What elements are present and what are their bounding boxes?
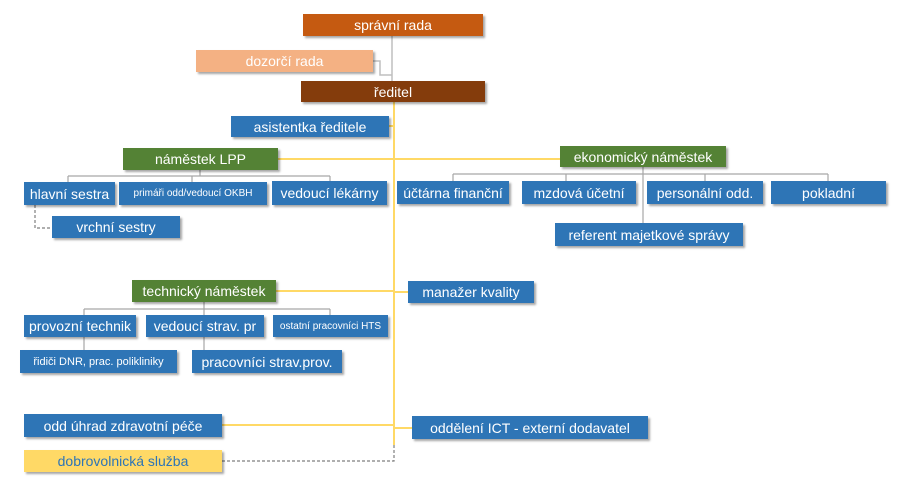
node-vedouci-strav: vedoucí strav. pr <box>146 315 264 337</box>
node-manazer-kvality: manažer kvality <box>408 281 534 303</box>
node-reditel: ředitel <box>301 81 485 102</box>
node-vrchni-sestry: vrchní sestry <box>52 216 180 238</box>
node-primari: primáři odd/vedoucí OKBH <box>119 182 267 205</box>
node-namestek-lpp: náměstek LPP <box>123 148 278 170</box>
node-personalni-odd: personální odd. <box>647 181 763 204</box>
node-pracovnici-strav-prov: pracovníci strav.prov. <box>192 350 342 373</box>
node-referent-majetkove-spravy: referent majetkové správy <box>555 223 743 246</box>
node-odd-uhrad: odd úhrad zdravotní péče <box>24 414 222 437</box>
node-asistentka-reditele: asistentka ředitele <box>231 116 389 137</box>
node-ridici-dnr: řidiči DNR, prac. polikliniky <box>20 350 177 373</box>
node-mzdova-ucetni: mzdová účetní <box>522 181 636 204</box>
node-ekonomicky-namestek: ekonomický náměstek <box>560 146 726 167</box>
node-dobrovolnicka-sluzba: dobrovolnická služba <box>24 450 222 472</box>
node-uctarna-financni: účtárna finanční <box>397 181 509 204</box>
node-vedouci-lekarny: vedoucí lékárny <box>272 181 387 205</box>
node-technicky-namestek: technický náměstek <box>132 280 276 302</box>
node-pokladni: pokladní <box>771 181 886 204</box>
node-ostatni-pracovnici-hts: ostatní pracovníci HTS <box>273 315 388 337</box>
node-hlavni-sestra: hlavní sestra <box>24 182 115 205</box>
node-provozni-technik: provozní technik <box>24 315 136 337</box>
node-dozorci-rada: dozorčí rada <box>196 50 373 72</box>
node-spravni-rada: správní rada <box>303 14 483 36</box>
node-oddeleni-ict: oddělení ICT - externí dodavatel <box>412 416 648 439</box>
